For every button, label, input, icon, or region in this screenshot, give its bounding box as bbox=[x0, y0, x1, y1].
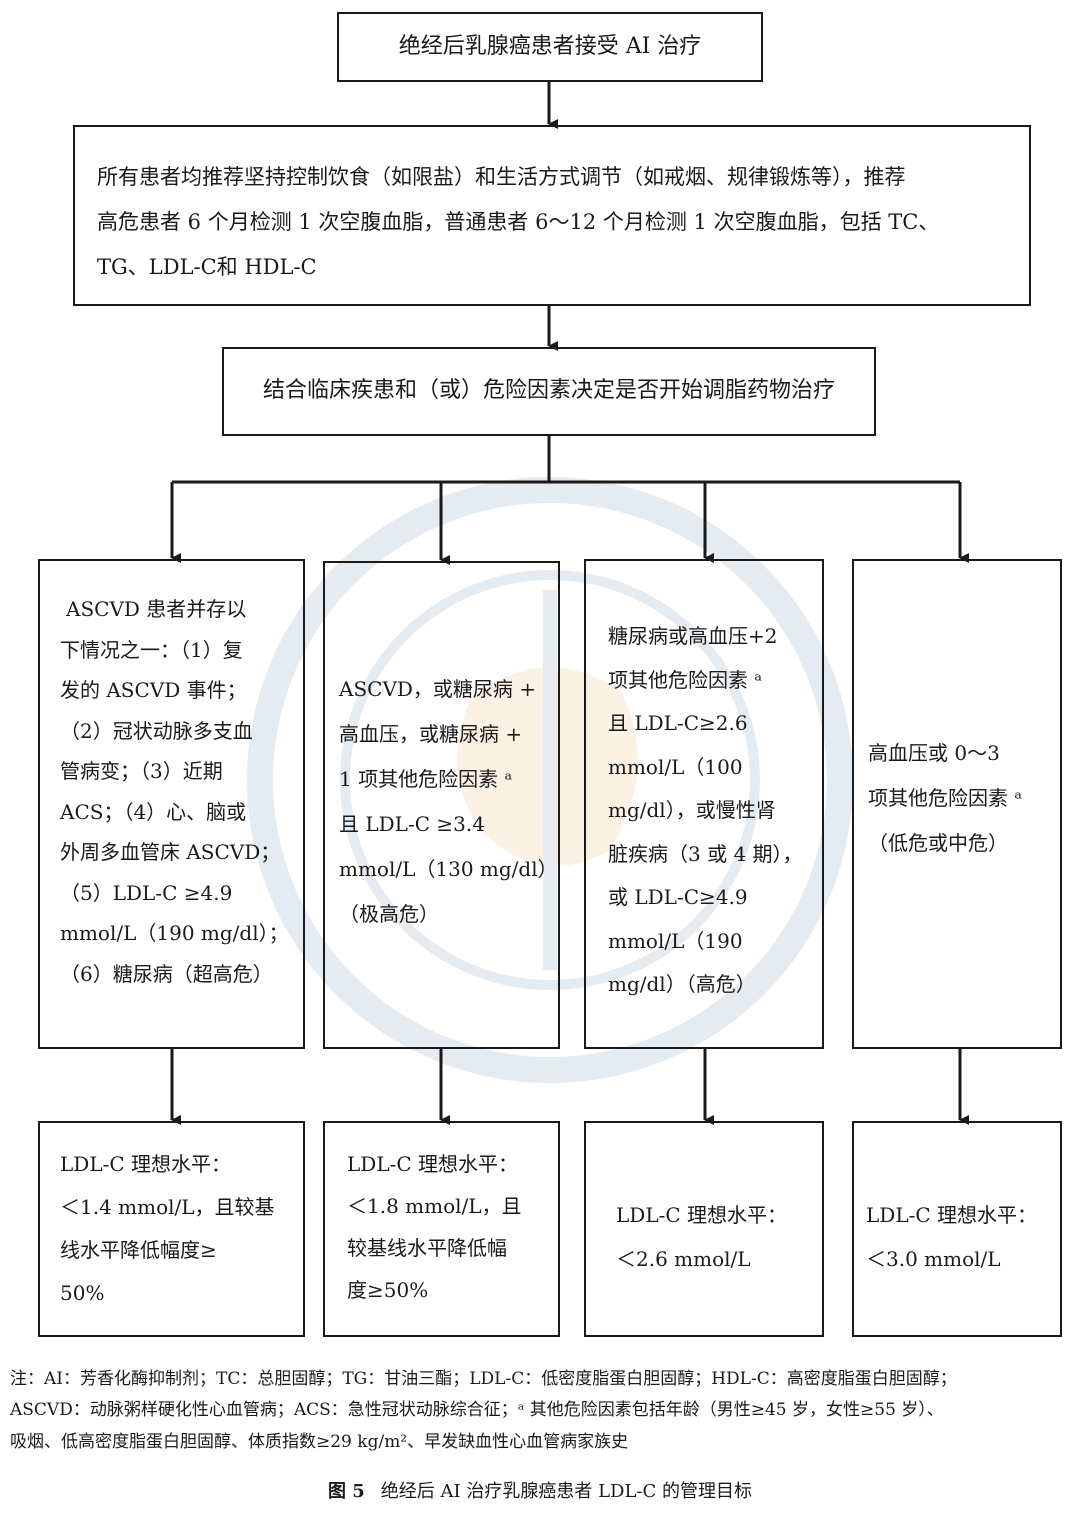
target-box-high: LDL-C 理想水平： ＜2.6 mmol/L bbox=[584, 1121, 824, 1337]
target2-line: 较基线水平降低幅 bbox=[347, 1236, 507, 1260]
risk4-line: 项其他危险因素 ᵃ bbox=[868, 786, 1023, 810]
figure-caption: 图 5 绝经后 AI 治疗乳腺癌患者 LDL-C 的管理目标 bbox=[0, 1477, 1080, 1503]
risk1-line: 下情况之一：（1）复 bbox=[60, 637, 243, 662]
risk3-line: 糖尿病或高血压+2 bbox=[608, 624, 778, 648]
target1-line: 线水平降低幅度≥ bbox=[60, 1238, 217, 1262]
figure-number: 图 5 bbox=[328, 1481, 365, 1502]
risk2-line: 且 LDL-C ≥3.4 bbox=[339, 812, 485, 836]
risk3-line: mmol/L（190 bbox=[608, 928, 743, 953]
risk-box-very-high: ASCVD 患者并存以 下情况之一：（1）复 发的 ASCVD 事件； （2）冠… bbox=[38, 559, 305, 1049]
recommend-line-2: 高危患者 6 个月检测 1 次空腹血脂，普通患者 6～12 个月检测 1 次空腹… bbox=[97, 210, 940, 234]
risk1-line: （2）冠状动脉多支血 bbox=[60, 718, 253, 743]
risk1-line: 管病变；（3）近期 bbox=[60, 759, 223, 783]
risk3-line: mg/dl）（高危） bbox=[608, 972, 756, 996]
risk4-line: 高血压或 0～3 bbox=[868, 741, 1000, 765]
footnote-line: ASCVD：动脉粥样硬化性心血管病；ACS：急性冠状动脉综合征；ᵃ 其他危险因素… bbox=[10, 1400, 944, 1421]
recommend-line-1: 所有患者均推荐坚持控制饮食（如限盐）和生活方式调节（如戒烟、规律锻炼等），推荐 bbox=[97, 165, 906, 189]
recommend-line-3: TG、LDL-C和 HDL-C bbox=[97, 255, 317, 279]
footnote-line: 注：AI：芳香化酶抑制剂；TC：总胆固醇；TG：甘油三酯；LDL-C：低密度脂蛋… bbox=[10, 1369, 957, 1389]
target-box-low-moderate: LDL-C 理想水平： ＜3.0 mmol/L bbox=[852, 1121, 1062, 1337]
risk1-line: mmol/L（190 mg/dl）； bbox=[60, 921, 289, 945]
target-box-very-high: LDL-C 理想水平： ＜1.4 mmol/L，且较基 线水平降低幅度≥ 50% bbox=[38, 1121, 305, 1337]
ai-treatment-box: 绝经后乳腺癌患者接受 AI 治疗 bbox=[337, 12, 763, 82]
target1-line: ＜1.4 mmol/L，且较基 bbox=[60, 1195, 275, 1219]
target-box-extremely-high: LDL-C 理想水平： ＜1.8 mmol/L，且 较基线水平降低幅 度≥50% bbox=[323, 1121, 560, 1337]
target1-line: LDL-C 理想水平： bbox=[60, 1152, 232, 1176]
risk1-line: 发的 ASCVD 事件； bbox=[60, 678, 247, 702]
risk3-line: 且 LDL-C≥2.6 bbox=[608, 711, 748, 735]
risk2-line: 高血压，或糖尿病 + bbox=[339, 722, 523, 746]
target4-line: LDL-C 理想水平： bbox=[866, 1203, 1038, 1227]
risk4-line: （低危或中危） bbox=[868, 831, 1008, 855]
risk3-line: 或 LDL-C≥4.9 bbox=[608, 885, 748, 909]
risk-box-low-moderate: 高血压或 0～3 项其他危险因素 ᵃ （低危或中危） bbox=[852, 559, 1062, 1049]
risk1-line: ASCVD 患者并存以 bbox=[66, 597, 247, 621]
risk2-line: ASCVD，或糖尿病 + bbox=[339, 677, 537, 701]
risk-box-high: 糖尿病或高血压+2 项其他危险因素 ᵃ 且 LDL-C≥2.6 mmol/L（1… bbox=[584, 559, 824, 1049]
risk3-line: 脏疾病（3 或 4 期）， bbox=[608, 841, 803, 866]
risk2-line: 1 项其他危险因素 ᵃ bbox=[339, 767, 513, 791]
ai-treatment-label: 绝经后乳腺癌患者接受 AI 治疗 bbox=[398, 33, 702, 59]
drug-decision-box: 结合临床疾患和（或）危险因素决定是否开始调脂药物治疗 bbox=[222, 347, 876, 436]
target2-line: 度≥50% bbox=[347, 1278, 429, 1302]
target2-line: ＜1.8 mmol/L，且 bbox=[347, 1194, 522, 1218]
drug-decision-label: 结合临床疾患和（或）危险因素决定是否开始调脂药物治疗 bbox=[262, 378, 835, 404]
target4-line: ＜3.0 mmol/L bbox=[866, 1247, 1001, 1271]
risk3-line: 项其他危险因素 ᵃ bbox=[608, 667, 763, 692]
risk1-line: ACS；（4）心、脑或 bbox=[60, 799, 247, 824]
target3-line: ＜2.6 mmol/L bbox=[616, 1247, 751, 1271]
risk-box-extremely-high: ASCVD，或糖尿病 + 高血压，或糖尿病 + 1 项其他危险因素 ᵃ 且 LD… bbox=[323, 561, 560, 1049]
risk1-line: （6）糖尿病（超高危） bbox=[60, 961, 273, 986]
figure-title: 绝经后 AI 治疗乳腺癌患者 LDL-C 的管理目标 bbox=[380, 1481, 752, 1502]
risk1-line: （5）LDL-C ≥4.9 bbox=[60, 880, 233, 905]
footnote-line: 吸烟、低高密度脂蛋白胆固醇、体质指数≥29 kg/m²、早发缺血性心血管病家族史 bbox=[10, 1431, 629, 1452]
footnote-abbreviations: 注：AI：芳香化酶抑制剂；TC：总胆固醇；TG：甘油三酯；LDL-C：低密度脂蛋… bbox=[10, 1364, 957, 1458]
risk1-line: 外周多血管床 ASCVD； bbox=[60, 840, 281, 864]
risk3-line: mg/dl），或慢性肾 bbox=[608, 798, 776, 822]
risk3-line: mmol/L（100 bbox=[608, 754, 743, 779]
target1-line: 50% bbox=[60, 1281, 105, 1305]
lifestyle-recommendation-box: 所有患者均推荐坚持控制饮食（如限盐）和生活方式调节（如戒烟、规律锻炼等），推荐 … bbox=[73, 125, 1031, 306]
target3-line: LDL-C 理想水平： bbox=[616, 1203, 788, 1227]
risk2-line: mmol/L（130 mg/dl） bbox=[339, 857, 558, 881]
risk2-line: （极高危） bbox=[339, 902, 439, 926]
target2-line: LDL-C 理想水平： bbox=[347, 1152, 519, 1176]
